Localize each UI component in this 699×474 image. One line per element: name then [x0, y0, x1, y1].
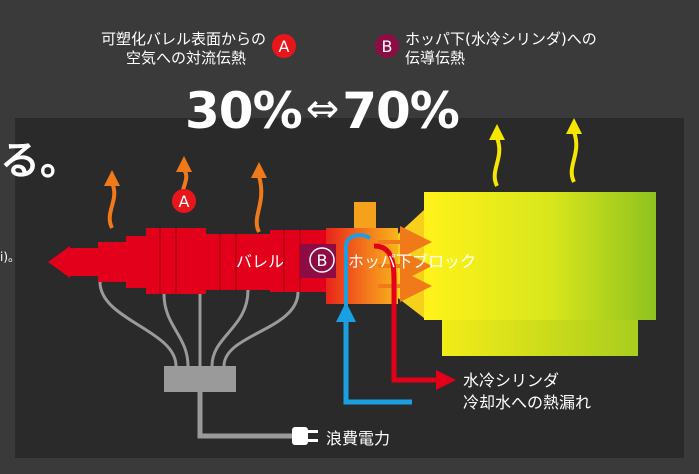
drive-motor — [424, 192, 656, 320]
heater-cable — [222, 291, 300, 367]
svg-text:A: A — [279, 37, 290, 56]
heat-arrowhead — [104, 170, 120, 186]
conduction-arrows — [378, 226, 432, 302]
power-cord — [197, 392, 294, 439]
heat-arrowhead — [489, 124, 505, 140]
water-leak-caption-line1: 水冷シリンダ — [463, 371, 560, 390]
barrel-segment — [98, 242, 126, 282]
heat-arrowhead — [566, 118, 582, 134]
convection-caption-line1: 可塑化バレル表面からの — [100, 30, 266, 48]
motor-heat-arrows — [492, 131, 579, 187]
conduction-caption-line2: 伝導伝熱 — [405, 49, 466, 67]
barrel-seams — [159, 228, 301, 294]
plug-icon — [292, 427, 318, 445]
junction-box — [164, 366, 236, 392]
water-heat-leak-arrowhead — [436, 370, 456, 390]
heater-cable — [210, 289, 250, 367]
heat-arrowhead — [176, 156, 192, 172]
convection-caption-line2: 空気への対流伝熱 — [125, 49, 246, 67]
ratio-arrow-icon: ⇔ — [305, 86, 340, 132]
svg-text:B: B — [382, 37, 393, 56]
ratio-convection: 30% — [185, 82, 303, 140]
conduction-caption: ホッパ下(水冷シリンダ)への 伝導伝熱 — [405, 30, 597, 68]
convection-caption: 可塑化バレル表面からの 空気への対流伝熱 — [48, 30, 266, 68]
cooling-water-inflow — [343, 318, 412, 405]
svg-text:A: A — [179, 192, 190, 211]
marker-b-top: B — [375, 34, 399, 58]
heat-ratio: 30%⇔70% — [185, 82, 460, 140]
hopper-block-label: ホッパ下ブロック — [348, 252, 477, 271]
heater-cable — [162, 293, 190, 367]
barrel-label: バレル — [236, 252, 285, 271]
heat-arrow — [107, 182, 117, 229]
barrel-heater — [206, 234, 270, 290]
heat-arrow — [254, 175, 264, 233]
barrel-nozzle — [48, 246, 70, 278]
marker-b-diagram: B — [309, 247, 335, 273]
heat-arrowhead — [251, 162, 267, 178]
cooling-water-loop — [344, 233, 372, 318]
wasted-power-label: 浪費電力 — [326, 429, 391, 448]
heater-cable — [98, 281, 178, 367]
barrel-heat-arrowheads — [104, 156, 267, 186]
water-leak-caption: 水冷シリンダ 冷却水への熱漏れ — [463, 370, 591, 414]
marker-a-diagram: A — [172, 189, 196, 213]
ratio-conduction: 70% — [342, 82, 460, 140]
hopper-throat — [354, 202, 376, 228]
heat-arrow — [569, 131, 579, 183]
heater-cables — [98, 281, 300, 367]
water-heat-leak — [373, 243, 438, 383]
heat-arrow — [492, 137, 502, 187]
conduction-caption-line1: ホッパ下(水冷シリンダ)への — [405, 30, 597, 48]
cropped-heading: る。 — [0, 138, 80, 184]
water-leak-caption-line2: 冷却水への熱漏れ — [463, 393, 592, 412]
motor-heat-arrowheads — [489, 118, 582, 140]
barrel-segment — [126, 236, 146, 288]
barrel-segment — [70, 248, 98, 276]
marker-a-top: A — [272, 34, 296, 58]
motor-base — [442, 320, 638, 356]
svg-text:B: B — [317, 251, 328, 270]
cropped-note: i)。 — [0, 250, 21, 264]
